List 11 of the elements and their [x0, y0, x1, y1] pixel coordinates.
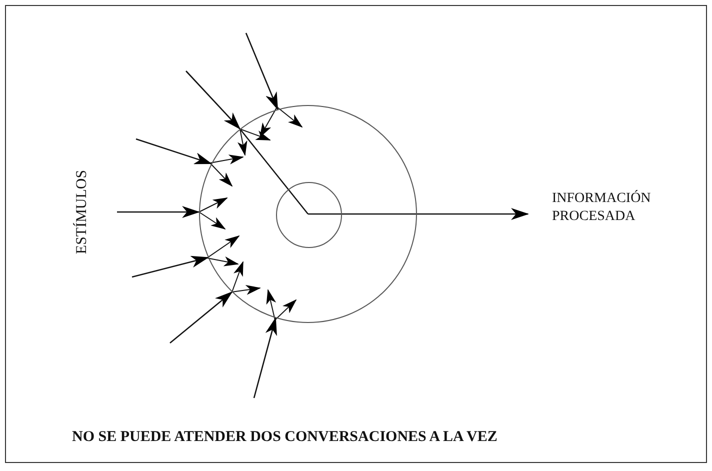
arrow — [245, 32, 278, 110]
output-label: INFORMACIÓN PROCESADA — [552, 190, 662, 226]
arrow — [253, 317, 277, 398]
arrow — [132, 256, 210, 278]
arrow — [170, 291, 233, 344]
arrow — [186, 70, 241, 130]
caption: NO SE PUEDE ATENDER DOS CONVERSACIONES A LA VEZ — [72, 428, 498, 447]
arrow — [308, 208, 529, 220]
axis-label: ESTÍMULOS — [72, 170, 91, 254]
arrow — [136, 138, 212, 164]
arrow — [117, 206, 200, 218]
